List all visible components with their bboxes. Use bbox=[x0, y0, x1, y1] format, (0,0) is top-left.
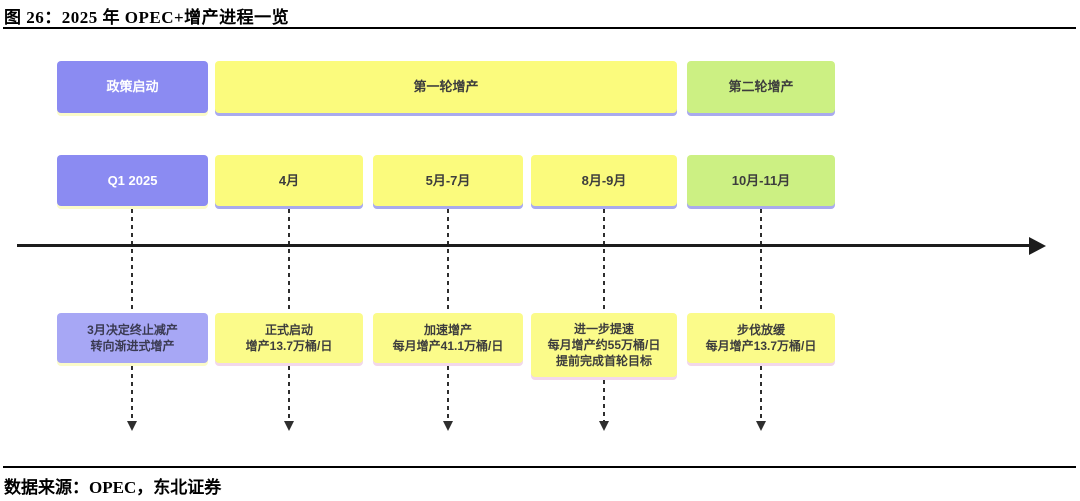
dashed-connector bbox=[603, 209, 605, 311]
dashed-connector bbox=[288, 366, 290, 421]
detail-box-official-start: 正式启动 增产13.7万桶/日 bbox=[215, 313, 363, 363]
period-box-oct-nov: 10月-11月 bbox=[687, 155, 835, 206]
timeline-axis-arrowhead-icon bbox=[1029, 237, 1046, 255]
down-arrowhead-icon bbox=[756, 421, 766, 431]
detail-box-slowdown: 步伐放缓 每月增产13.7万桶/日 bbox=[687, 313, 835, 363]
dashed-connector bbox=[447, 366, 449, 421]
figure-title: 图 26：2025 年 OPEC+增产进程一览 bbox=[4, 8, 290, 27]
detail-box-accelerate: 加速增产 每月增产41.1万桶/日 bbox=[373, 313, 523, 363]
period-box-q1-2025: Q1 2025 bbox=[57, 155, 208, 206]
title-rule bbox=[3, 27, 1076, 29]
dashed-connector bbox=[760, 209, 762, 311]
dashed-connector bbox=[288, 209, 290, 311]
period-box-april: 4月 bbox=[215, 155, 363, 206]
timeline-axis bbox=[17, 244, 1030, 247]
dashed-connector bbox=[447, 209, 449, 311]
dashed-connector bbox=[131, 366, 133, 421]
phase-box-first-round: 第一轮增产 bbox=[215, 61, 677, 113]
phase-box-policy-launch: 政策启动 bbox=[57, 61, 208, 113]
dashed-connector bbox=[603, 380, 605, 421]
dashed-connector bbox=[760, 366, 762, 421]
data-source-text: 数据来源：OPEC，东北证券 bbox=[4, 478, 222, 497]
detail-box-march-decision: 3月决定终止减产 转向渐进式增产 bbox=[57, 313, 208, 363]
down-arrowhead-icon bbox=[599, 421, 609, 431]
phase-box-second-round: 第二轮增产 bbox=[687, 61, 835, 113]
period-box-aug-sep: 8月-9月 bbox=[531, 155, 677, 206]
dashed-connector bbox=[131, 209, 133, 311]
down-arrowhead-icon bbox=[127, 421, 137, 431]
down-arrowhead-icon bbox=[443, 421, 453, 431]
period-box-may-july: 5月-7月 bbox=[373, 155, 523, 206]
footer-rule bbox=[3, 466, 1076, 468]
down-arrowhead-icon bbox=[284, 421, 294, 431]
detail-box-further-speedup: 进一步提速 每月增产约55万桶/日 提前完成首轮目标 bbox=[531, 313, 677, 377]
